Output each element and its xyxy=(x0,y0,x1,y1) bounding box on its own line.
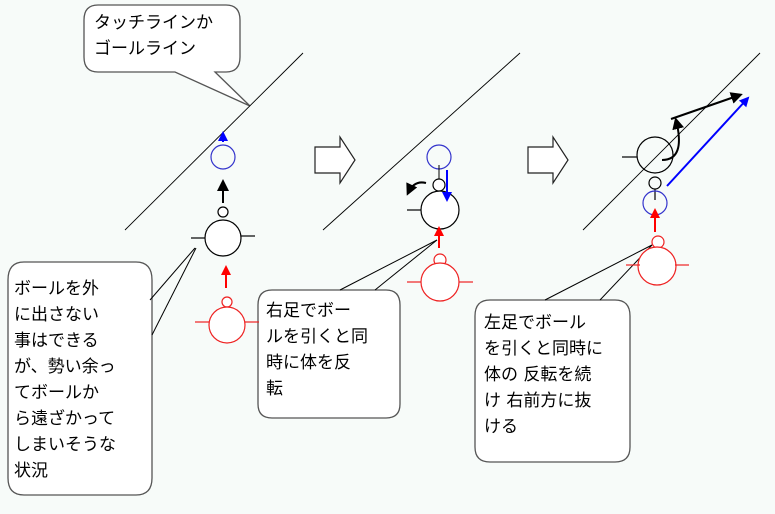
defender xyxy=(407,253,473,302)
callout-panel1-bubble xyxy=(7,261,153,496)
defender xyxy=(195,296,259,344)
callout-panel1-text: ボールを外 に出さない 事はできる が、勢い余っ てボールか ら遠ざかって しま… xyxy=(14,279,116,481)
callout-panel3-bubble xyxy=(474,299,631,463)
next-step-arrow-2 xyxy=(527,134,569,186)
pointer-panel3 xyxy=(544,244,653,301)
pointer-panel2 xyxy=(339,239,438,291)
callout-panel2-bubble xyxy=(257,289,401,419)
touchline-2 xyxy=(322,52,521,231)
attacker xyxy=(407,178,460,230)
touchline-1 xyxy=(124,52,304,231)
ball xyxy=(210,144,236,170)
callout-panel3-text: 左足でボール を引くと同時に 体の 反転を続 け 右前方に抜 ける xyxy=(484,313,603,437)
touchline-3 xyxy=(582,52,761,231)
panel-2 xyxy=(406,144,473,302)
pointer-panel1 xyxy=(149,247,196,301)
callout-line-bubble xyxy=(83,4,251,107)
defender xyxy=(626,235,689,286)
panel-1 xyxy=(191,131,259,344)
attacker xyxy=(622,136,674,200)
next-step-arrow-1 xyxy=(314,134,356,186)
attacker xyxy=(191,206,255,257)
callout-panel2-text: 右足でボー ルを引くと同 時に体を反 転 xyxy=(266,301,368,399)
panel-3 xyxy=(622,92,750,286)
callout-line-text: タッチラインか ゴールライン xyxy=(94,13,213,59)
